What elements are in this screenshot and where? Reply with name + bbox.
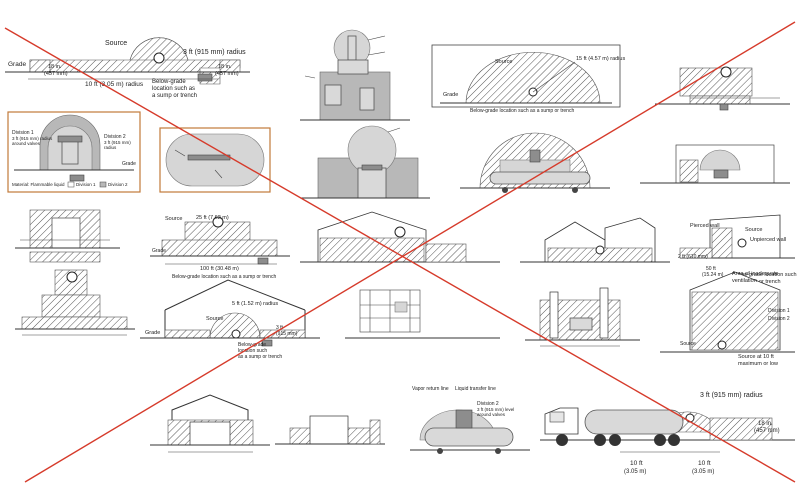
dim2b-label: (915 mm) bbox=[276, 331, 298, 337]
red-x-cross bbox=[4, 21, 796, 483]
height-label: 18 in. bbox=[758, 421, 773, 427]
liquid-label: Liquid transfer line bbox=[455, 386, 496, 392]
panel-source-radius-grade: Source 3 ft (915 mm) radius Grade 18 in.… bbox=[5, 37, 250, 99]
dim-label: 25 ft (7.62 m) bbox=[196, 215, 229, 221]
source-label: Source bbox=[495, 59, 512, 65]
radius-label: 3 ft (915 mm) radius bbox=[183, 49, 246, 56]
dim1-label: 10 ft bbox=[630, 460, 643, 467]
below-1: Below-grade bbox=[238, 342, 266, 348]
below-3: as a sump or trench bbox=[238, 354, 282, 360]
panel-large-semicircle: Source 15 ft (4.57 m) radius Grade Below… bbox=[431, 44, 625, 114]
below-grade-line-3: a sump or trench bbox=[152, 93, 197, 99]
panel-building-dome bbox=[640, 144, 790, 184]
panel-pier bbox=[15, 209, 120, 263]
division-sub2: around valves bbox=[477, 412, 506, 417]
panel-vapor-return: Vapor return line Liquid transfer line D… bbox=[410, 386, 530, 454]
height2-label: (457 mm) bbox=[754, 428, 780, 434]
grade-label: Grade bbox=[8, 61, 26, 68]
source-at2-label: maximum or low bbox=[738, 361, 778, 367]
bottom-dim: 100 ft (30.48 m) bbox=[200, 266, 239, 272]
grade-label: Grade bbox=[145, 330, 160, 336]
ventilation-label: Area of inadequate bbox=[732, 271, 778, 277]
below-grade-1: Below-grade location such bbox=[732, 272, 797, 278]
dim2-label: 10 ft bbox=[698, 460, 711, 467]
source-label: Source bbox=[206, 316, 223, 322]
dim2b-label: (3.05 m) bbox=[692, 469, 714, 475]
dim-left-label: 2 ft (610 mm) bbox=[678, 254, 708, 260]
right-height-label: 18 in. bbox=[218, 64, 232, 70]
dim1b-label: (3.05 m) bbox=[624, 469, 646, 475]
division1-sub2: around valves bbox=[12, 141, 41, 146]
division1-sub: 3 ft (915 mm) radius bbox=[12, 136, 53, 141]
panel-stepped-column bbox=[15, 269, 135, 336]
below-grade-line-1: Below-grade bbox=[152, 79, 186, 85]
panel-house-structure bbox=[150, 394, 270, 453]
below-grade-label: Below-grade location such as a sump or t… bbox=[172, 274, 276, 280]
pierced-wall-label: Pierced wall bbox=[690, 223, 720, 229]
panel-hatched-building bbox=[655, 66, 790, 111]
legend-division1: Division 1 bbox=[76, 182, 96, 187]
right-height-mm-label: (457 mm) bbox=[215, 71, 239, 77]
division-sub: 3 ft (915 mm) level bbox=[477, 407, 514, 412]
panel-tank-car bbox=[460, 132, 610, 193]
division1-label: Division 1 bbox=[768, 308, 790, 314]
panel-framed-oval bbox=[159, 127, 271, 193]
grade-label: Grade bbox=[122, 161, 136, 167]
dim-mid-label: 50 ft bbox=[706, 266, 716, 272]
panel-process-units bbox=[525, 287, 640, 347]
source-label: Source bbox=[680, 341, 696, 347]
division2-sub: 3 ft (915 mm) bbox=[104, 140, 131, 145]
source-label: Source bbox=[105, 40, 127, 47]
panel-outdoor-source: 25 ft (7.62 m) Source Grade 100 ft (30.4… bbox=[150, 215, 290, 280]
material-label: Material: Flammable liquid bbox=[12, 182, 65, 187]
left-height-label: 18 in. bbox=[48, 64, 62, 70]
below-2: location such bbox=[238, 348, 267, 354]
panel-equipment-tower bbox=[300, 29, 410, 121]
source-label: Source bbox=[165, 216, 182, 222]
dim2-label: 3 ft bbox=[276, 325, 284, 331]
panel-piping-rack bbox=[345, 289, 500, 339]
panel-tank-circle bbox=[300, 125, 430, 199]
division-label: Division 2 bbox=[477, 401, 499, 407]
source-label: Source bbox=[745, 227, 762, 233]
division2-label: Division 2 bbox=[768, 316, 790, 322]
bottom-radius-label: 10 ft (3.05 m) radius bbox=[85, 81, 144, 88]
below-grade-label: Below-grade location such as a sump or t… bbox=[470, 108, 574, 114]
ventilation2-label: ventilation bbox=[732, 278, 757, 284]
vapor-label: Vapor return line bbox=[412, 386, 449, 392]
legend-division2: Division 2 bbox=[108, 182, 128, 187]
division2-sub2: radius bbox=[104, 145, 117, 150]
panel-tank-dike bbox=[275, 415, 385, 445]
panel-tank-truck: 3 ft (915 mm) radius 18 in. (457 mm) 10 … bbox=[540, 392, 795, 475]
panel-building-5ft: Source 5 ft (1.52 m) radius 3 ft (915 mm… bbox=[140, 279, 320, 360]
radius-label: 15 ft (4.57 m) radius bbox=[576, 56, 625, 62]
below-grade-line-2: location such as bbox=[152, 86, 195, 92]
left-height-mm-label: (457 mm) bbox=[44, 71, 68, 77]
division1-label: Division 1 bbox=[12, 130, 34, 136]
unpierced-wall-label: Unpierced wall bbox=[750, 237, 786, 243]
radius-label: 3 ft (915 mm) radius bbox=[700, 392, 763, 399]
source-at-label: Source at 10 ft bbox=[738, 354, 774, 360]
dim-mid2-label: (15.24 m) bbox=[702, 272, 724, 278]
division2-label: Division 2 bbox=[104, 134, 126, 140]
panel-framed-loading: Division 1 3 ft (915 mm) radius around v… bbox=[7, 111, 141, 193]
panel-inadequate-ventilation: Area of inadequate ventilation Division … bbox=[660, 271, 795, 367]
grade-label: Grade bbox=[152, 248, 166, 254]
panel-two-buildings bbox=[520, 217, 670, 263]
panel-building-interior bbox=[300, 211, 500, 263]
grade-label: Grade bbox=[443, 92, 458, 98]
radius-label: 5 ft (1.52 m) radius bbox=[232, 301, 278, 307]
